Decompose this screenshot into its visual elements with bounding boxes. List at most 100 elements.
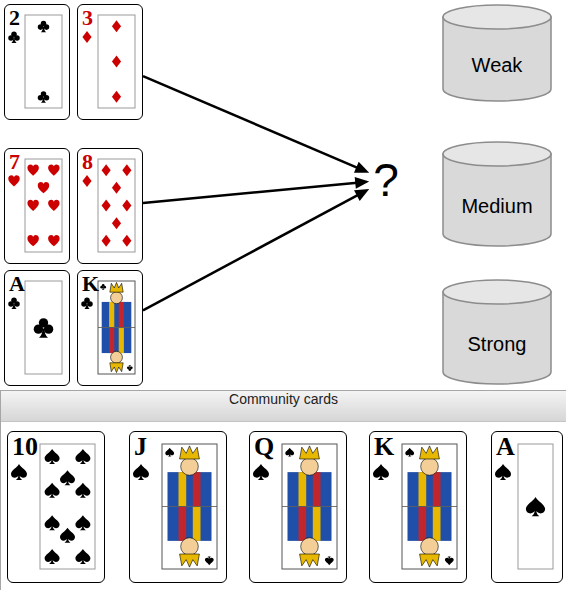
arrow-line bbox=[143, 76, 358, 168]
suit-symbol bbox=[75, 515, 90, 530]
flow-arrow bbox=[143, 76, 369, 173]
flow-arrow bbox=[143, 189, 369, 310]
cylinder-top bbox=[443, 142, 551, 166]
card-frame bbox=[518, 444, 553, 569]
arrow-head bbox=[354, 162, 369, 173]
card-rank: 2 bbox=[9, 7, 20, 29]
suit-symbol bbox=[45, 449, 60, 464]
suit-symbol bbox=[253, 464, 269, 480]
cylinder-shape bbox=[442, 280, 552, 384]
cylinder-top bbox=[443, 5, 551, 29]
suit-symbol bbox=[122, 235, 131, 247]
face-figure bbox=[162, 446, 217, 567]
arrow-line bbox=[143, 195, 359, 311]
suit-symbol bbox=[205, 556, 214, 565]
card-frame bbox=[162, 444, 217, 569]
bin-label: Strong bbox=[468, 333, 527, 356]
card-panel: Community cards 10 J Q K A bbox=[0, 390, 566, 590]
suit-symbol bbox=[165, 448, 174, 457]
suit-symbol bbox=[373, 464, 389, 480]
suit-symbol bbox=[112, 91, 121, 103]
suit-symbol bbox=[75, 483, 90, 498]
suit-symbol bbox=[102, 200, 111, 212]
suit-symbol bbox=[82, 175, 91, 187]
face-figure bbox=[282, 446, 337, 567]
card-rank: A bbox=[496, 434, 515, 460]
strength-bin: Medium bbox=[442, 142, 552, 246]
suit-symbol bbox=[45, 515, 60, 530]
cylinder-shape bbox=[442, 142, 552, 246]
suit-symbol bbox=[38, 21, 50, 33]
card-rank: A bbox=[9, 273, 25, 295]
suit-symbol bbox=[102, 235, 111, 247]
suit-symbol bbox=[82, 31, 91, 43]
card-rank: J bbox=[134, 434, 147, 460]
card-rank: 10 bbox=[12, 434, 38, 460]
playing-card: 8 bbox=[77, 148, 143, 264]
suit-symbol bbox=[495, 464, 511, 480]
panel-title: Community cards bbox=[1, 391, 566, 407]
card-rank: 7 bbox=[9, 151, 20, 173]
card-frame bbox=[282, 444, 337, 569]
suit-symbol bbox=[27, 164, 39, 175]
suit-symbol bbox=[34, 318, 54, 338]
suit-symbol bbox=[127, 365, 133, 371]
suit-symbol bbox=[75, 549, 90, 564]
playing-card: A bbox=[491, 431, 563, 583]
suit-symbol bbox=[8, 297, 20, 309]
suit-symbol bbox=[112, 56, 121, 68]
playing-card: Q bbox=[249, 431, 347, 583]
suit-symbol bbox=[112, 20, 121, 32]
bin-label: Medium bbox=[461, 195, 532, 218]
playing-card: 3 bbox=[77, 4, 143, 120]
suit-symbol bbox=[45, 483, 60, 498]
cylinder-shape bbox=[442, 5, 552, 101]
arrow-head bbox=[355, 177, 370, 189]
cylinder-body bbox=[443, 154, 551, 246]
suit-symbol bbox=[112, 217, 121, 229]
suit-symbol bbox=[102, 164, 111, 176]
playing-card: A bbox=[4, 270, 70, 386]
suit-symbol bbox=[8, 175, 20, 186]
question-node: ? bbox=[369, 155, 403, 205]
playing-card: 10 bbox=[7, 431, 105, 583]
suit-symbol bbox=[122, 164, 131, 176]
card-frame bbox=[25, 281, 62, 374]
card-rank: K bbox=[374, 434, 394, 460]
playing-card: 2 bbox=[4, 4, 70, 120]
suit-symbol bbox=[112, 182, 121, 194]
suit-symbol bbox=[81, 297, 93, 309]
suit-symbol bbox=[526, 497, 545, 516]
card-frame bbox=[98, 281, 135, 374]
question-mark: ? bbox=[373, 157, 399, 203]
playing-card: 7 bbox=[4, 148, 70, 264]
strength-bin: Strong bbox=[442, 280, 552, 384]
suit-symbol bbox=[38, 91, 50, 103]
card-frame bbox=[25, 15, 62, 108]
bin-label: Weak bbox=[472, 54, 523, 77]
strength-bin: Weak bbox=[442, 5, 552, 101]
card-frame bbox=[40, 444, 95, 569]
card-frame bbox=[98, 15, 135, 108]
card-frame bbox=[402, 444, 457, 569]
suit-symbol bbox=[122, 200, 131, 212]
suit-symbol bbox=[75, 449, 90, 464]
face-figure bbox=[98, 282, 135, 372]
card-frame bbox=[98, 159, 135, 252]
suit-symbol bbox=[45, 549, 60, 564]
card-rank: Q bbox=[254, 434, 274, 460]
suit-symbol bbox=[38, 182, 50, 193]
suit-symbol bbox=[48, 164, 60, 175]
suit-symbol bbox=[27, 235, 39, 246]
suit-symbol bbox=[60, 470, 75, 485]
suit-symbol bbox=[27, 200, 39, 211]
cylinder-body bbox=[443, 292, 551, 384]
suit-symbol bbox=[8, 31, 20, 43]
suit-symbol bbox=[11, 464, 27, 480]
playing-card: J bbox=[129, 431, 227, 583]
arrow-line bbox=[143, 183, 357, 203]
suit-symbol bbox=[445, 556, 454, 565]
playing-card: K bbox=[77, 270, 143, 386]
suit-symbol bbox=[100, 284, 106, 290]
